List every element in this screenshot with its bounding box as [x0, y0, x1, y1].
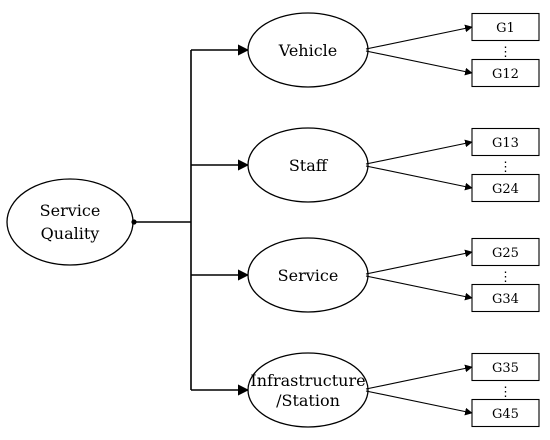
- item-label-last: G45: [492, 407, 519, 422]
- category-label: Infrastructure: [250, 371, 365, 390]
- item-box-first: [471, 352, 540, 382]
- item-arrow-first: [365, 24, 473, 50]
- item-label-first: G1: [496, 21, 515, 36]
- category-node: [247, 237, 369, 313]
- item-label-last: G12: [492, 67, 519, 82]
- root-label-line-1: Service: [40, 201, 101, 220]
- category-label: Staff: [289, 156, 329, 175]
- item-box-last: [471, 173, 540, 203]
- item-arrow-last: [365, 165, 473, 191]
- item-label-first: G13: [492, 136, 519, 151]
- item-arrow-last: [365, 275, 473, 301]
- category-node: [247, 12, 369, 88]
- item-label-first: G25: [492, 246, 519, 261]
- category-label: Vehicle: [278, 41, 338, 60]
- item-label-last: G24: [492, 182, 519, 197]
- category-branches: VehicleG1G12⋮StaffG13G24⋮ServiceG25G34⋮I…: [191, 12, 540, 428]
- item-label-first: G35: [492, 361, 519, 376]
- item-label-last: G34: [492, 292, 519, 307]
- item-arrow-first: [365, 364, 473, 390]
- category-label: Service: [278, 266, 339, 285]
- ellipsis-marker: ⋮: [499, 385, 512, 400]
- item-arrow-first: [365, 139, 473, 165]
- item-box-last: [471, 283, 540, 313]
- category-node: [247, 127, 369, 203]
- category-label: /Station: [276, 391, 340, 410]
- root-connector: [131, 50, 192, 390]
- ellipsis-marker: ⋮: [499, 160, 512, 175]
- item-arrow-first: [365, 249, 473, 275]
- root-label-line-2: Quality: [41, 224, 100, 243]
- ellipsis-marker: ⋮: [499, 45, 512, 60]
- root-node: Service Quality: [6, 178, 134, 266]
- item-box-first: [471, 237, 540, 267]
- item-box-last: [471, 58, 540, 88]
- item-box-first: [471, 12, 540, 42]
- ellipsis-marker: ⋮: [499, 270, 512, 285]
- item-arrow-last: [365, 50, 473, 76]
- item-arrow-last: [365, 390, 473, 416]
- item-box-first: [471, 127, 540, 157]
- category-node: [247, 352, 369, 428]
- item-box-last: [471, 398, 540, 428]
